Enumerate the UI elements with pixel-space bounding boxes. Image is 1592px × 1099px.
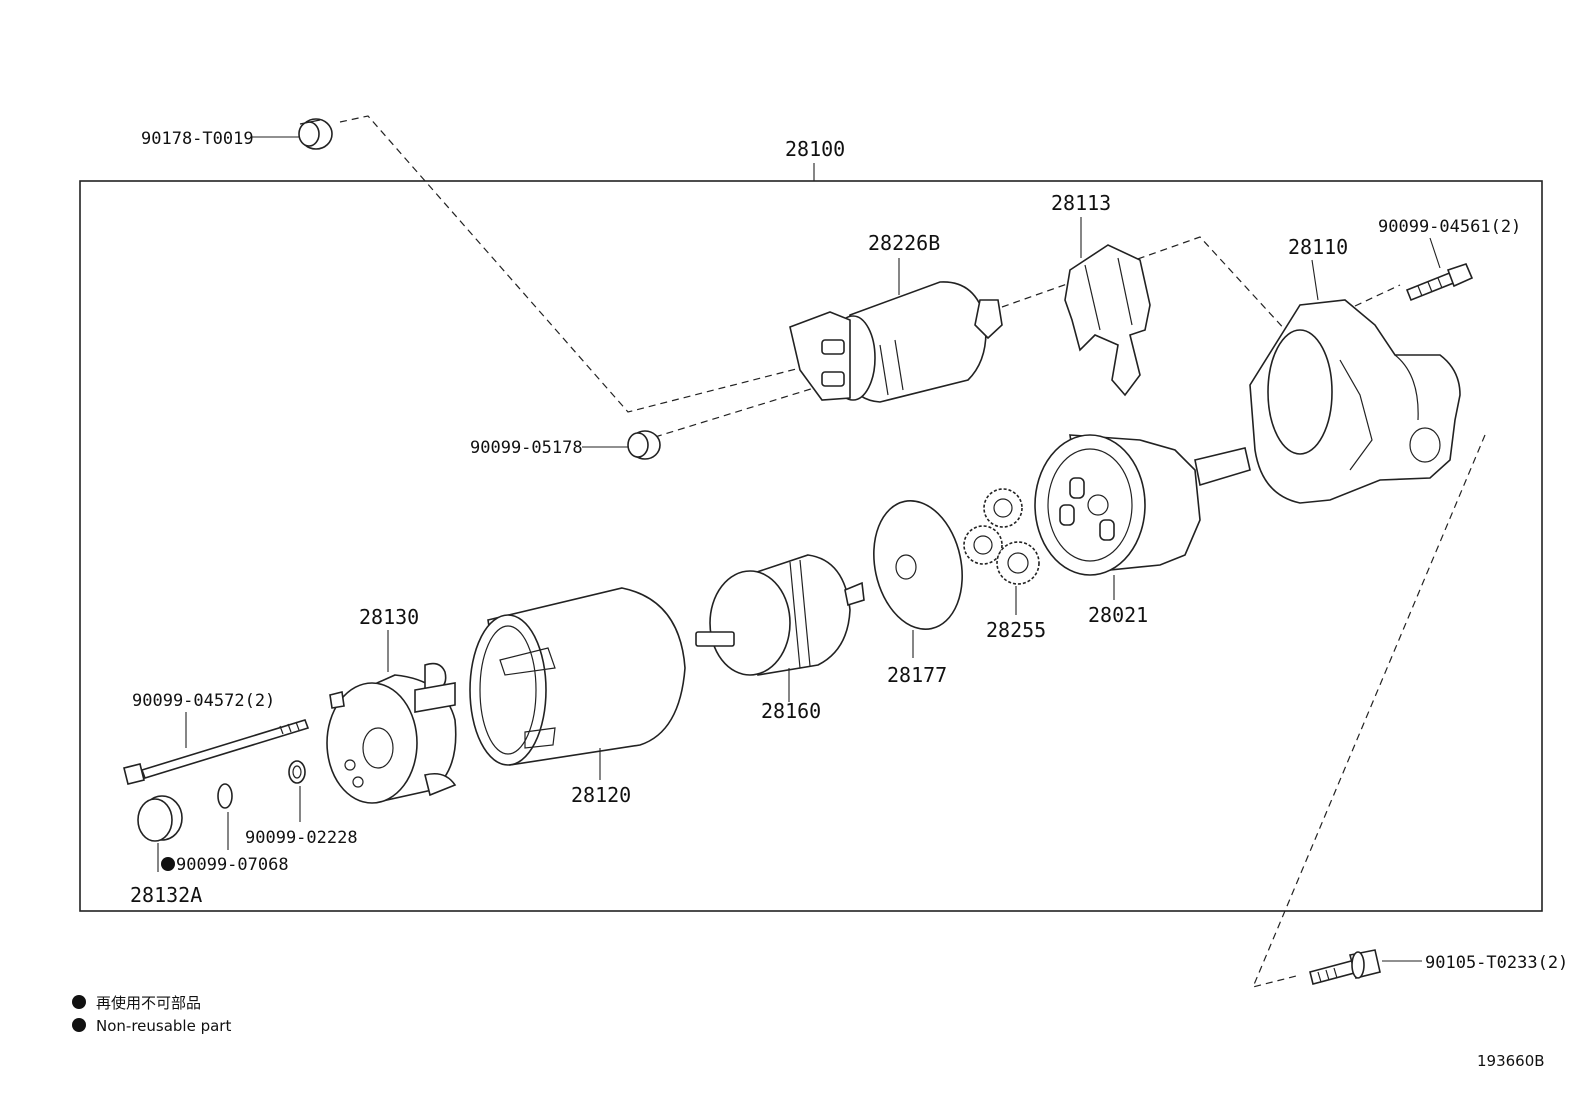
label-28177[interactable]: 28177 <box>887 663 947 687</box>
dashed-guide-top <box>1001 236 1289 334</box>
nut-90178-icon[interactable] <box>298 118 333 150</box>
dashed-guide-left <box>339 115 841 438</box>
o-ring-90099-07068-icon[interactable] <box>217 783 233 809</box>
label-28113[interactable]: 28113 <box>1051 191 1111 215</box>
dashed-guide-right <box>1251 434 1486 988</box>
clutch-28021-icon[interactable] <box>1034 434 1251 576</box>
label-90099-07068[interactable]: 90099-07068 <box>176 855 289 875</box>
label-90178-T0019[interactable]: 90178-T0019 <box>141 129 254 149</box>
bolt-90099-04561-icon[interactable] <box>1405 263 1474 302</box>
label-28120[interactable]: 28120 <box>571 783 631 807</box>
legend-jp: 再使用不可部品 <box>96 994 201 1012</box>
solenoid-28226b-icon[interactable] <box>789 281 1003 403</box>
legend-en: Non-reusable part <box>96 1017 231 1035</box>
label-28110[interactable]: 28110 <box>1288 235 1348 259</box>
bolt-90105-T0233-icon[interactable] <box>1309 949 1381 985</box>
housing-28110-icon[interactable] <box>1249 299 1461 504</box>
diagram-id: 193660B <box>1477 1052 1545 1070</box>
label-90099-05178[interactable]: 90099-05178 <box>470 438 583 458</box>
through-bolt-90099-04572-icon[interactable] <box>123 719 310 785</box>
label-28021[interactable]: 28021 <box>1088 603 1148 627</box>
label-28130[interactable]: 28130 <box>359 605 419 629</box>
plate-28177-icon[interactable] <box>862 492 973 637</box>
non-reusable-marker-icon <box>161 857 175 871</box>
label-28132A[interactable]: 28132A <box>130 883 202 907</box>
label-90099-04572[interactable]: 90099-04572(2) <box>132 691 275 711</box>
label-28255[interactable]: 28255 <box>986 618 1046 642</box>
label-28226B[interactable]: 28226B <box>868 231 940 255</box>
cap-28132a-icon[interactable] <box>137 795 183 842</box>
label-28100[interactable]: 28100 <box>785 137 845 161</box>
legend-bullet-en-icon <box>72 1018 86 1032</box>
drive-lever-28113-icon[interactable] <box>1064 244 1151 397</box>
washer-90099-02228-icon[interactable] <box>288 760 306 784</box>
yoke-28120-icon[interactable] <box>469 587 686 766</box>
label-90099-04561[interactable]: 90099-04561(2) <box>1378 217 1521 237</box>
label-90099-02228[interactable]: 90099-02228 <box>245 828 358 848</box>
nut-90099-05178-icon[interactable] <box>627 430 661 460</box>
label-90105-T0233[interactable]: 90105-T0233(2) <box>1425 953 1568 973</box>
assembly-frame <box>79 180 1543 912</box>
armature-28160-icon[interactable] <box>695 554 865 676</box>
end-frame-28130-icon[interactable] <box>326 662 457 804</box>
legend-bullet-jp-icon <box>72 995 86 1009</box>
dashed-guide-bolt <box>1354 284 1401 307</box>
planetary-gears-28255-icon[interactable] <box>963 488 1040 585</box>
label-28160[interactable]: 28160 <box>761 699 821 723</box>
